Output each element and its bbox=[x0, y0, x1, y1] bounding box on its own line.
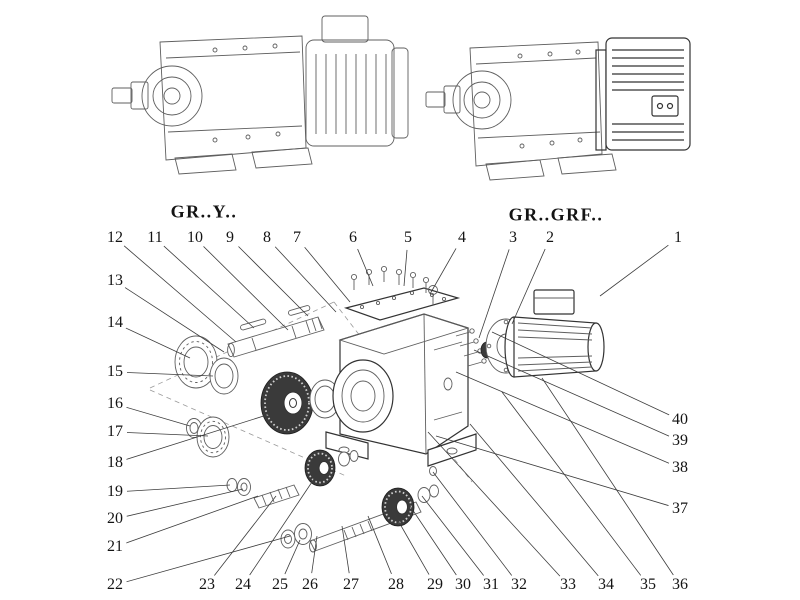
callout-number-7: 7 bbox=[293, 229, 301, 246]
callout-number-5: 5 bbox=[404, 229, 412, 246]
leader-line-33 bbox=[427, 431, 561, 577]
leader-line-21 bbox=[126, 495, 259, 544]
leader-line-24 bbox=[249, 475, 317, 576]
callout-number-13: 13 bbox=[107, 272, 123, 289]
callout-number-15: 15 bbox=[107, 363, 123, 380]
leader-line-14 bbox=[125, 327, 191, 359]
callout-number-27: 27 bbox=[343, 576, 359, 593]
leader-line-2 bbox=[511, 248, 546, 325]
callout-number-21: 21 bbox=[107, 538, 123, 555]
callout-number-6: 6 bbox=[349, 229, 357, 246]
callout-number-2: 2 bbox=[546, 229, 554, 246]
input-shaft-and-keys bbox=[227, 305, 325, 358]
callout-number-38: 38 bbox=[672, 459, 688, 476]
callout-number-25: 25 bbox=[272, 576, 288, 593]
callout-number-9: 9 bbox=[226, 229, 234, 246]
callout-number-19: 19 bbox=[107, 483, 123, 500]
callout-number-8: 8 bbox=[263, 229, 271, 246]
leader-line-5 bbox=[403, 249, 408, 287]
leader-line-18 bbox=[126, 413, 271, 460]
leader-line-7 bbox=[304, 246, 351, 303]
callout-number-12: 12 bbox=[107, 229, 123, 246]
leader-line-4 bbox=[429, 248, 457, 295]
leader-line-36 bbox=[541, 377, 674, 576]
leader-line-9 bbox=[238, 246, 309, 317]
leader-line-35 bbox=[501, 391, 642, 576]
assembled-unit-right bbox=[425, 41, 617, 181]
leader-line-13 bbox=[124, 287, 225, 353]
leader-line-8 bbox=[274, 246, 337, 313]
intermediate-pinion-assembly bbox=[226, 450, 359, 509]
callout-number-36: 36 bbox=[672, 576, 688, 593]
compact-motor-right-unit bbox=[595, 37, 691, 151]
callout-number-34: 34 bbox=[598, 576, 614, 593]
leader-line-17 bbox=[126, 432, 209, 437]
callout-number-17: 17 bbox=[107, 423, 123, 440]
callout-number-31: 31 bbox=[483, 576, 499, 593]
callout-number-1: 1 bbox=[674, 229, 682, 246]
leader-line-23 bbox=[214, 495, 277, 576]
leader-line-12 bbox=[123, 245, 237, 343]
callout-number-39: 39 bbox=[672, 432, 688, 449]
leader-line-26 bbox=[311, 535, 318, 574]
callout-number-24: 24 bbox=[235, 576, 251, 593]
callout-number-3: 3 bbox=[509, 229, 517, 246]
callout-number-37: 37 bbox=[672, 500, 688, 517]
leader-line-40 bbox=[491, 331, 670, 416]
callout-number-40: 40 bbox=[672, 411, 688, 428]
leader-line-16 bbox=[126, 406, 191, 427]
leader-line-15 bbox=[126, 372, 214, 377]
variant-label-right: GR..GRF.. bbox=[508, 204, 604, 225]
gear-housing bbox=[325, 287, 477, 467]
leader-line-34 bbox=[469, 423, 599, 577]
leader-line-27 bbox=[341, 525, 350, 574]
leader-line-25 bbox=[284, 539, 301, 575]
callout-number-28: 28 bbox=[388, 576, 404, 593]
eye-bolt bbox=[428, 285, 438, 305]
callout-number-20: 20 bbox=[107, 510, 123, 527]
callout-number-23: 23 bbox=[199, 576, 215, 593]
callout-number-16: 16 bbox=[107, 395, 123, 412]
leader-line-31 bbox=[421, 495, 484, 576]
callout-number-35: 35 bbox=[640, 576, 656, 593]
gear-intermediate bbox=[304, 449, 336, 487]
callout-number-10: 10 bbox=[187, 229, 203, 246]
leader-line-20 bbox=[126, 488, 244, 517]
callout-number-26: 26 bbox=[302, 576, 318, 593]
electric-motor bbox=[504, 289, 605, 378]
leader-line-38 bbox=[455, 371, 670, 464]
callout-number-4: 4 bbox=[458, 229, 466, 246]
variant-label-left: GR..Y.. bbox=[170, 201, 238, 222]
cover-bolts bbox=[350, 265, 430, 293]
callout-number-32: 32 bbox=[511, 576, 527, 593]
leader-line-29 bbox=[391, 509, 430, 575]
callout-number-33: 33 bbox=[560, 576, 576, 593]
gear-large bbox=[260, 371, 314, 435]
leader-line-32 bbox=[432, 471, 513, 576]
leader-line-3 bbox=[478, 249, 510, 339]
leader-line-39 bbox=[473, 349, 670, 437]
leader-line-10 bbox=[203, 246, 289, 331]
callout-number-18: 18 bbox=[107, 454, 123, 471]
leader-line-1 bbox=[599, 244, 669, 297]
callout-number-29: 29 bbox=[427, 576, 443, 593]
leader-line-19 bbox=[126, 484, 231, 492]
leader-line-6 bbox=[357, 248, 374, 287]
callout-number-30: 30 bbox=[455, 576, 471, 593]
leader-line-37 bbox=[435, 435, 669, 506]
leader-line-22 bbox=[126, 535, 291, 583]
motor-bolts bbox=[455, 328, 487, 367]
callout-number-11: 11 bbox=[147, 229, 163, 246]
assembled-unit-left bbox=[111, 15, 409, 175]
callout-number-22: 22 bbox=[107, 576, 123, 593]
leader-line-30 bbox=[407, 502, 457, 576]
leader-line-11 bbox=[163, 245, 255, 329]
leader-line-28 bbox=[367, 515, 392, 575]
callout-number-14: 14 bbox=[107, 314, 123, 331]
